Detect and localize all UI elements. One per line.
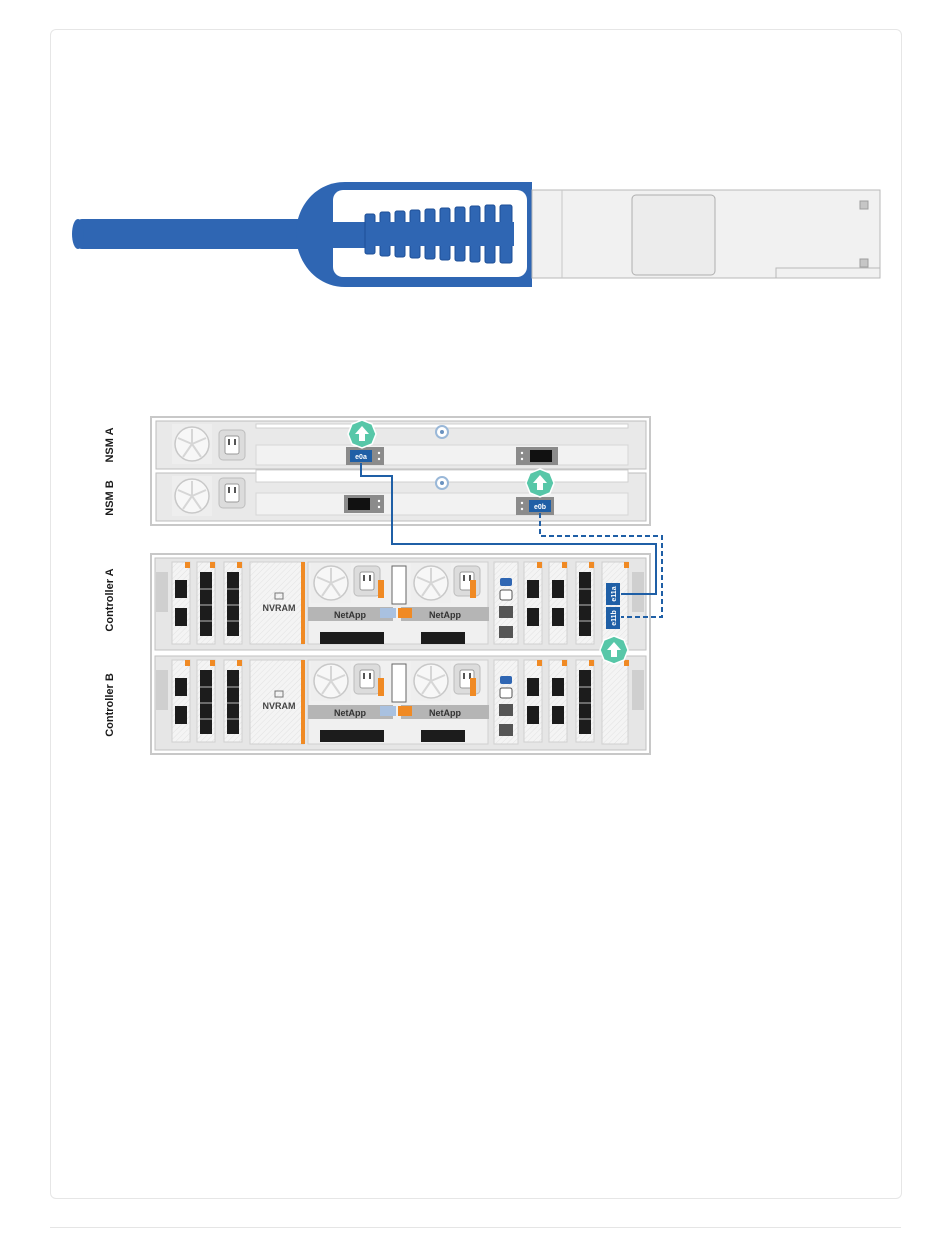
controller-chassis: NVRAM NetApp NetApp (151, 554, 650, 754)
controller-a-nvram-label: NVRAM (263, 603, 296, 613)
nsm-b-label: NSM B (104, 480, 116, 516)
controller-a-brand-1: NetApp (334, 610, 366, 620)
controller-b: NVRAM NetApp NetApp (155, 656, 646, 750)
controller-b-brand-2: NetApp (429, 708, 461, 718)
nsm-b-port-label: e0b (534, 504, 546, 511)
nsm-a-port-label: e0a (355, 454, 367, 461)
nsm-a-insert-indicator-icon (348, 420, 376, 448)
controller-a-port-e11b: e11b (611, 610, 618, 626)
controller-a: NVRAM NetApp NetApp (155, 558, 646, 650)
connector-housing (532, 190, 880, 278)
cable-connector-illustration (72, 182, 880, 287)
nsm-a-module: e0a (156, 421, 646, 469)
nsm-b-insert-indicator-icon (526, 469, 554, 497)
controller-a-insert-indicator-icon (600, 636, 628, 664)
controller-b-label: Controller B (104, 673, 116, 737)
strain-relief (365, 205, 514, 263)
controller-b-nvram-label: NVRAM (263, 701, 296, 711)
controller-a-brand-2: NetApp (429, 610, 461, 620)
nsm-a-label: NSM A (104, 427, 116, 462)
nsm-shelf: e0a e0b (151, 417, 650, 525)
controller-a-port-e11a: e11a (611, 586, 618, 601)
controller-b-brand-1: NetApp (334, 708, 366, 718)
nsm-b-module: e0b (156, 470, 646, 521)
controller-a-label: Controller A (104, 568, 116, 631)
cable (72, 219, 306, 249)
